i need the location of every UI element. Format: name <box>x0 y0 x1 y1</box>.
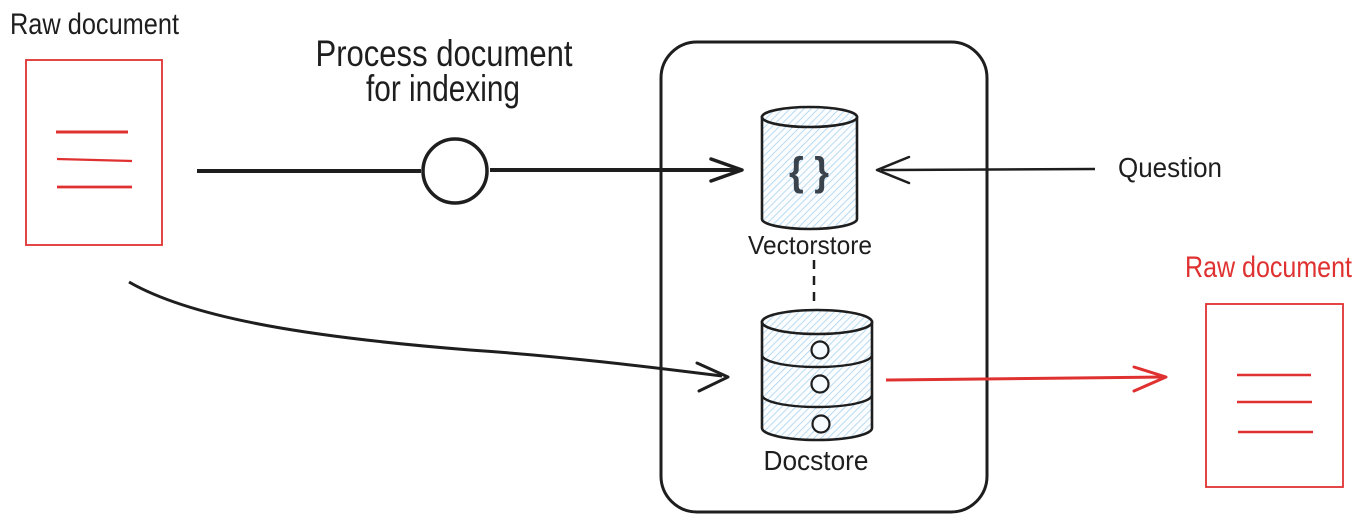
svg-text:Question: Question <box>1118 152 1222 183</box>
svg-text:for indexing: for indexing <box>366 68 520 109</box>
svg-text:Raw document: Raw document <box>10 8 180 41</box>
svg-text:Docstore: Docstore <box>764 445 869 476</box>
svg-text:Vectorstore: Vectorstore <box>748 230 872 260</box>
svg-text:Raw document: Raw document <box>1185 251 1353 284</box>
svg-text:{ }: { } <box>789 150 829 194</box>
svg-text:Process document: Process document <box>316 33 574 74</box>
